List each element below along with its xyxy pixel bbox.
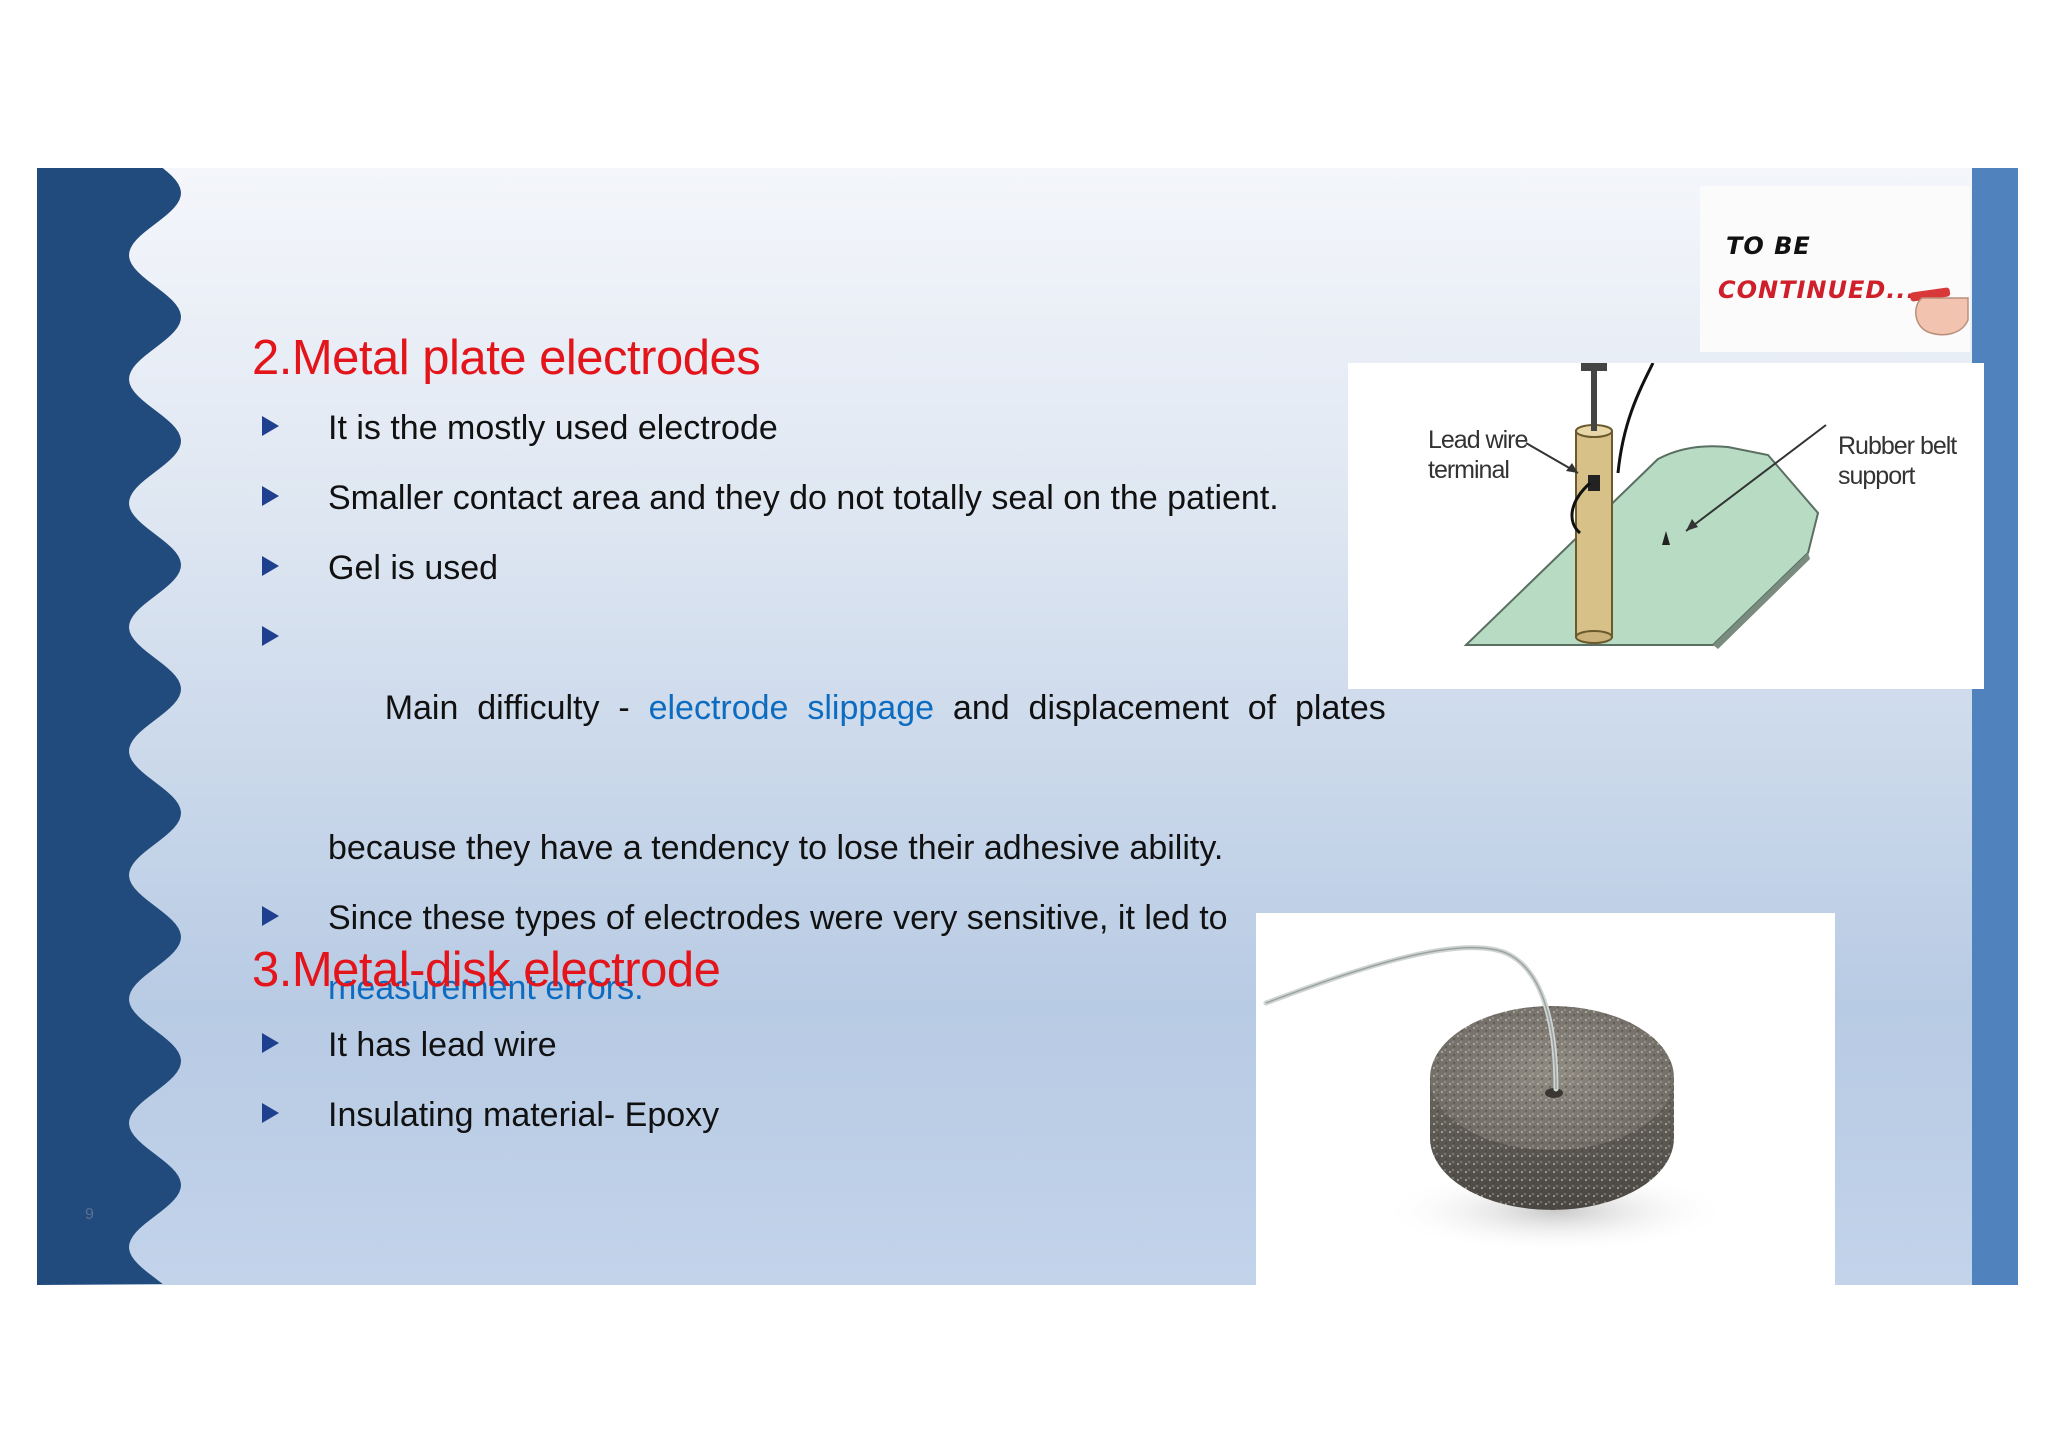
metal-disk-electrode-photo xyxy=(1256,913,1835,1285)
page-number: 9 xyxy=(85,1206,94,1223)
bullet-text: It is the mostly used electrode xyxy=(328,409,778,447)
metal-disk-bullet-list: It has lead wire Insulating material- Ep… xyxy=(262,1010,1162,1150)
left-wave-band xyxy=(37,168,181,1285)
bullet-text: It has lead wire xyxy=(328,1026,557,1064)
bullet-triangle-icon xyxy=(262,486,279,506)
bullet-text: Since these types of electrodes were ver… xyxy=(328,899,1228,937)
badge-line-1: TO BE xyxy=(1726,232,1811,260)
bullet-item: It has lead wire xyxy=(262,1010,1162,1080)
metal-plate-electrode-diagram: Lead wire terminal Rubber belt support xyxy=(1348,362,1984,689)
bullet-triangle-icon xyxy=(262,556,279,576)
bullet-triangle-icon xyxy=(262,906,279,926)
section-heading-metal-disk: 3.Metal-disk electrode xyxy=(252,943,721,997)
bullet-continuation: because they have a tendency to lose the… xyxy=(262,813,1382,883)
bullet-item: Main difficulty - electrode slippage and… xyxy=(262,603,1386,813)
to-be-continued-badge: TO BE CONTINUED... xyxy=(1700,186,1970,352)
bullet-text: and displacement of plates xyxy=(934,689,1386,727)
slide: 9 2.Metal plate electrodes It is the mos… xyxy=(37,168,2018,1285)
metal-disk-photo-svg xyxy=(1263,945,1731,1253)
diagram-label-rubber-belt: Rubber belt xyxy=(1838,432,1957,460)
bullet-triangle-icon xyxy=(262,1033,279,1053)
bullet-item: Insulating material- Epoxy xyxy=(262,1080,1162,1150)
bullet-item: It is the mostly used electrode xyxy=(262,393,1382,463)
diagram-label-terminal: terminal xyxy=(1428,456,1510,484)
electrode-diagram-svg xyxy=(1463,362,1827,649)
bullet-text: Smaller contact area and they do not tot… xyxy=(328,479,1279,517)
bullet-item: Gel is used xyxy=(262,533,1382,603)
highlight-text: electrode slippage xyxy=(648,689,935,727)
hand-with-marker-icon xyxy=(1910,287,1969,336)
metal-plate-bullet-list: It is the mostly used electrode Smaller … xyxy=(262,393,1386,1023)
bullet-text: Gel is used xyxy=(328,549,499,587)
diagram-label-lead-wire: Lead wire xyxy=(1428,426,1528,454)
badge-line-2: CONTINUED... xyxy=(1718,276,1917,304)
diagram-label-support: support xyxy=(1838,462,1915,490)
bullet-text: Insulating material- Epoxy xyxy=(328,1096,720,1134)
bullet-text: Main difficulty - xyxy=(384,689,649,727)
highlight-text: measurement errors. xyxy=(328,969,644,1007)
bullet-item: Smaller contact area and they do not tot… xyxy=(262,463,1382,533)
bullet-triangle-icon xyxy=(262,626,279,646)
bullet-triangle-icon xyxy=(262,416,279,436)
bullet-text: because they have a tendency to lose the… xyxy=(328,829,1224,867)
bullet-continuation: measurement errors. xyxy=(262,953,1382,1023)
bullet-item: Since these types of electrodes were ver… xyxy=(262,883,1382,953)
bullet-triangle-icon xyxy=(262,1103,279,1123)
section-heading-metal-plate: 2.Metal plate electrodes xyxy=(252,331,761,385)
right-accent-bar xyxy=(1972,168,2018,1285)
